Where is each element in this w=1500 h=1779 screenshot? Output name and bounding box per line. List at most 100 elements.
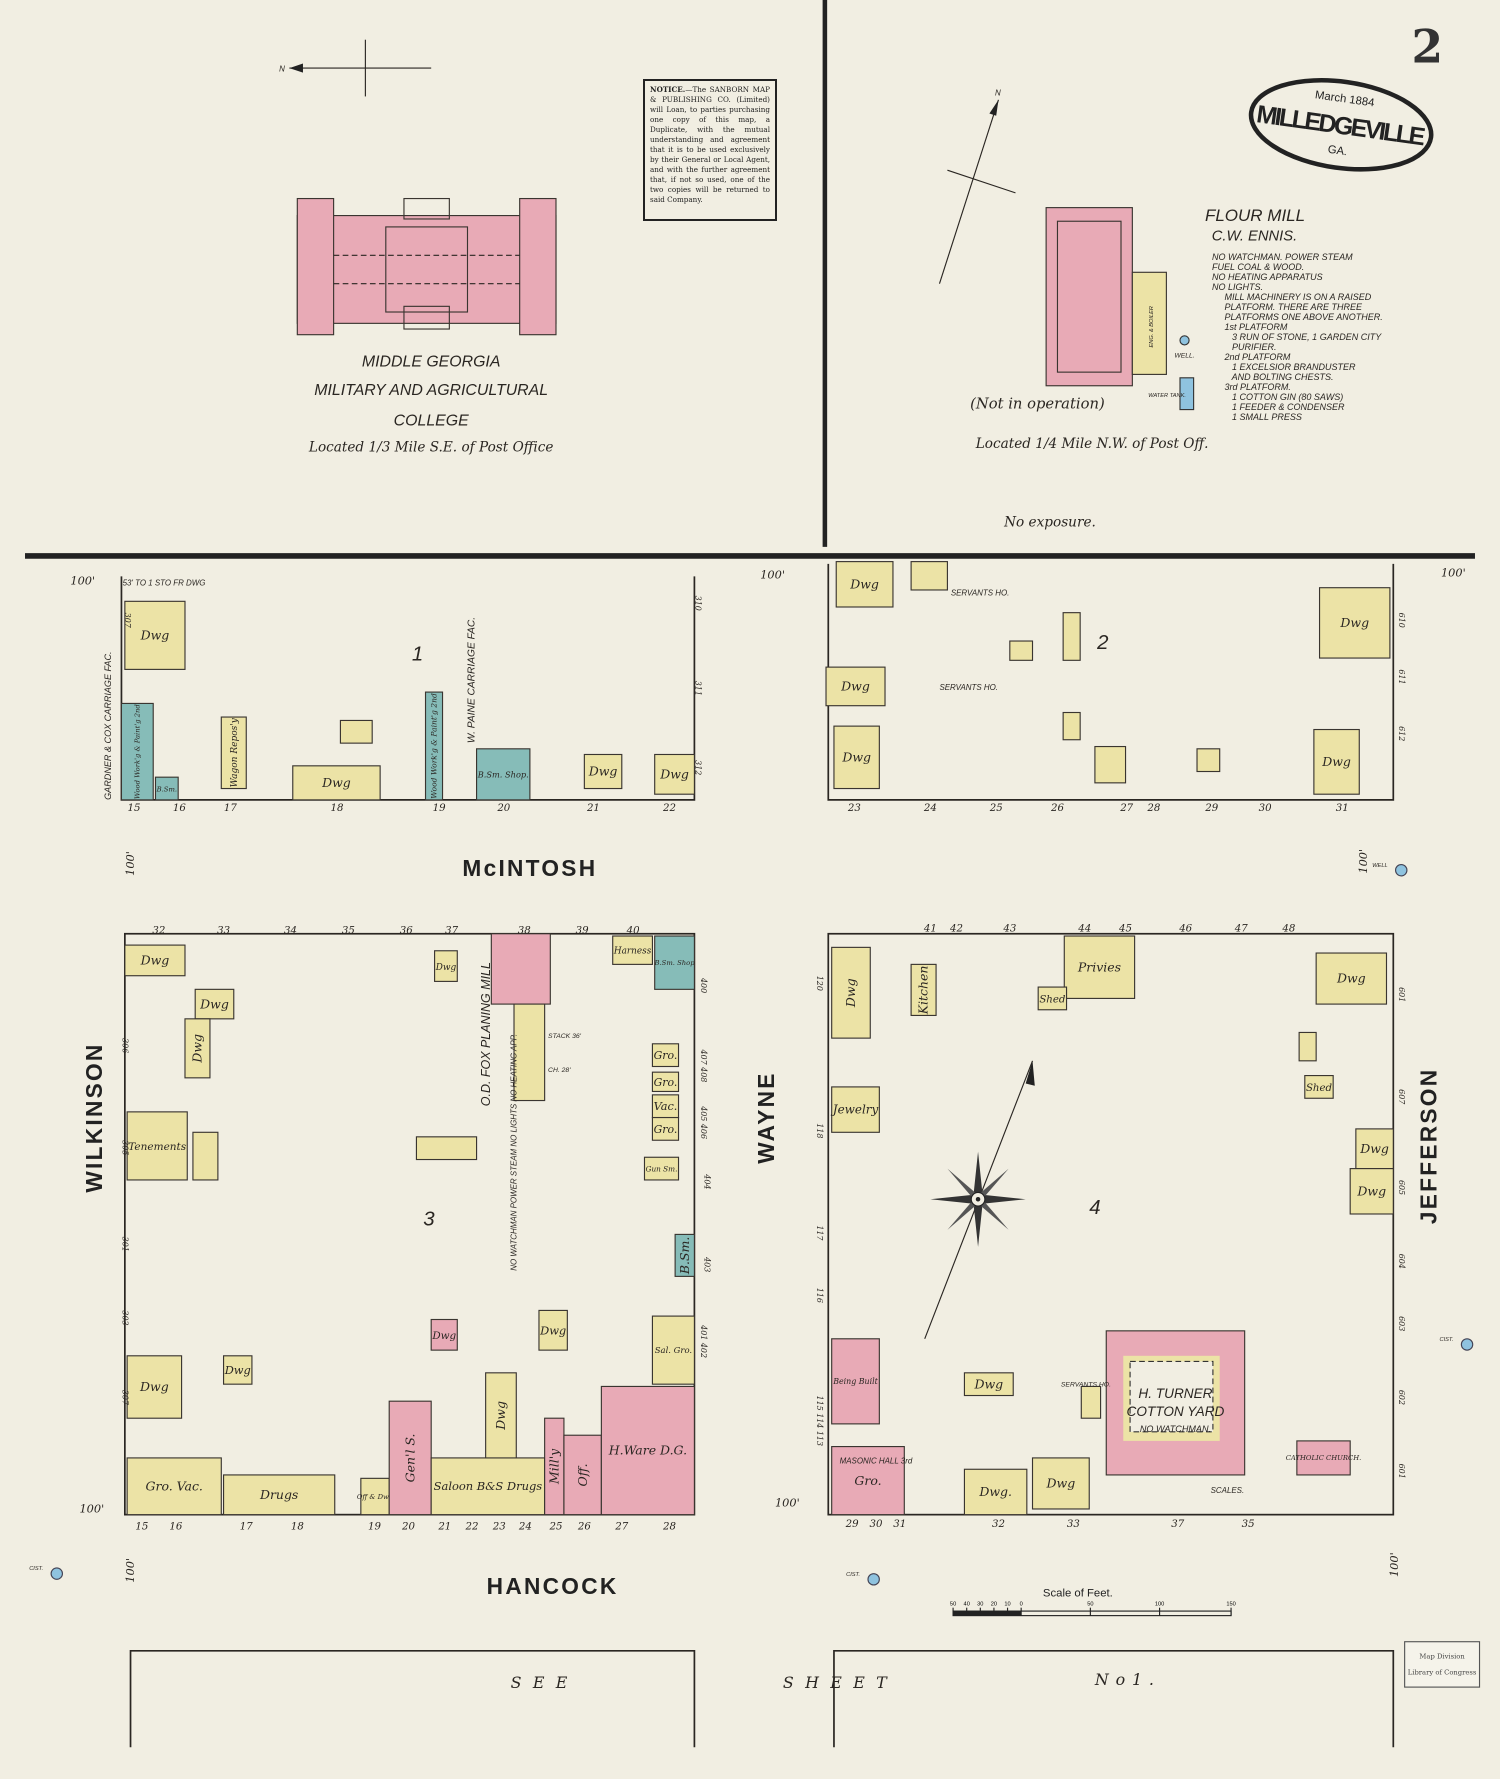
building-label: Dwg	[843, 978, 858, 1008]
lot-number: 17	[224, 803, 237, 814]
house-number: 306	[121, 1038, 130, 1053]
building: Off.	[563, 1434, 602, 1516]
street-mcintosh: McINTOSH	[462, 855, 597, 881]
building: Gro.	[831, 1446, 905, 1516]
frontage-label: 100'	[1387, 1552, 1401, 1577]
notice-box: NOTICE.—The SANBORN MAP & PUBLISHING CO.…	[643, 79, 777, 221]
building: B.Sm. Shop	[654, 935, 696, 990]
building-footprint	[612, 935, 653, 965]
building: Dwg	[126, 1355, 183, 1419]
mill-note-line: 1 SMALL PRESS	[1212, 412, 1302, 422]
building: Saloon B&S Drugs	[430, 1457, 546, 1516]
building: CATHOLIC CHURCH.	[1286, 1440, 1361, 1476]
mill-location: Located 1/4 Mile N.W. of Post Off.	[975, 436, 1209, 452]
building-label: Dwg	[435, 963, 457, 973]
building-footprint	[192, 1131, 219, 1181]
building-footprint	[126, 1355, 183, 1419]
mill-note-line: 3 RUN OF STONE, 1 GARDEN CITY	[1212, 332, 1382, 342]
frontage-label: 100'	[775, 1496, 800, 1510]
house-number: 610	[1397, 613, 1406, 628]
building-label: Tenements	[128, 1141, 187, 1153]
building: Wood Work'g & Paint'g 2nd	[120, 702, 154, 801]
building-footprint	[831, 1086, 880, 1133]
building-label: B.Sm. Shop	[654, 959, 696, 967]
building-footprint	[563, 1434, 602, 1516]
lot-number: 37	[1171, 1519, 1184, 1530]
building-footprint	[184, 1018, 211, 1079]
building-label: Dwg	[321, 775, 351, 790]
mill-note-line: PLATFORMS ONE ABOVE ANOTHER.	[1212, 312, 1383, 322]
lot-number: 25	[548, 1521, 562, 1532]
north-label: N	[995, 88, 1001, 97]
lot-number: 35	[342, 926, 355, 937]
mill-status: (Not in operation)	[970, 395, 1105, 412]
scale-tick-label: 20	[991, 1601, 997, 1607]
mill-note-line: 3rd PLATFORM.	[1212, 382, 1291, 392]
building-label: Vac.	[654, 1100, 678, 1113]
building-label: Dwg	[139, 1379, 169, 1394]
lot-number: 22	[465, 1521, 479, 1532]
building-label: Being Built	[832, 1377, 878, 1386]
well-label: CIST.	[1439, 1337, 1453, 1343]
map-label: MASONIC HALL 3rd	[840, 1457, 913, 1466]
building	[513, 1003, 546, 1102]
building: Dwg	[831, 946, 871, 1039]
building: Dwg	[825, 666, 886, 707]
building-footprint	[154, 776, 179, 801]
building-footprint	[124, 944, 186, 977]
building: Dwg	[485, 1372, 517, 1459]
building-label: Dwg	[973, 1376, 1003, 1391]
lot-number: 37	[445, 926, 458, 937]
building-label: Dwg	[224, 1363, 251, 1377]
scale-title: Scale of Feet.	[1043, 1587, 1113, 1599]
building-footprint	[485, 1372, 517, 1459]
svg-text:Map Division: Map Division	[1419, 1653, 1465, 1661]
frontage-label: 100'	[123, 851, 137, 876]
house-number: 312	[694, 760, 703, 775]
house-number: 310	[694, 596, 703, 611]
house-number: 407 408	[699, 1048, 708, 1082]
building-label: Gro.	[654, 1076, 678, 1089]
building-label: Off & Dwg	[357, 1493, 394, 1501]
building: Gro.	[651, 1116, 680, 1141]
house-number: 401 402	[699, 1324, 708, 1358]
building-footprint	[430, 1318, 458, 1351]
building-label: Dwg	[588, 764, 618, 779]
building-footprint	[360, 1477, 390, 1516]
building-label: Dwg	[1339, 615, 1369, 630]
lot-number: 32	[992, 1519, 1005, 1530]
lot-number: 26	[577, 1521, 591, 1532]
mill-note-line: NO WATCHMAN. POWER STEAM	[1212, 252, 1353, 262]
flour-mill-title: FLOUR MILL	[1205, 206, 1305, 225]
building: H.Ware D.G.	[600, 1385, 695, 1516]
building-label: Dwg	[849, 576, 879, 591]
building: Dwg	[1031, 1457, 1090, 1510]
building-label: Gun Sm.	[646, 1165, 678, 1174]
building-label: B.Sm.	[156, 785, 177, 793]
building-footprint	[835, 561, 894, 608]
building-footprint	[415, 1136, 478, 1161]
mill-note-line: 2nd PLATFORM	[1212, 352, 1291, 362]
building: Wagon Repos'y	[220, 716, 247, 790]
frontage-label: 100'	[1356, 849, 1370, 874]
building: Dwg	[583, 753, 623, 790]
well-icon	[1179, 335, 1190, 346]
frontage-label: 100'	[70, 573, 95, 587]
building-footprint	[1313, 728, 1360, 795]
mill-note-line: 1 FEEDER & CONDENSER	[1212, 402, 1345, 412]
building-footprint	[1315, 952, 1388, 1005]
college-building	[296, 197, 557, 336]
building-footprint	[220, 716, 247, 790]
block-number: 3	[423, 1208, 435, 1230]
lot-number: 29	[845, 1519, 859, 1530]
lot-number: 26	[1050, 803, 1064, 814]
frontage-label: 100'	[79, 1501, 104, 1515]
building-footprint	[538, 1309, 568, 1351]
map-label: O.D. FOX PLANING MILL	[479, 962, 493, 1106]
building: Dwg	[833, 725, 880, 790]
building-footprint	[1009, 640, 1034, 661]
building-label: Drugs	[259, 1487, 298, 1502]
